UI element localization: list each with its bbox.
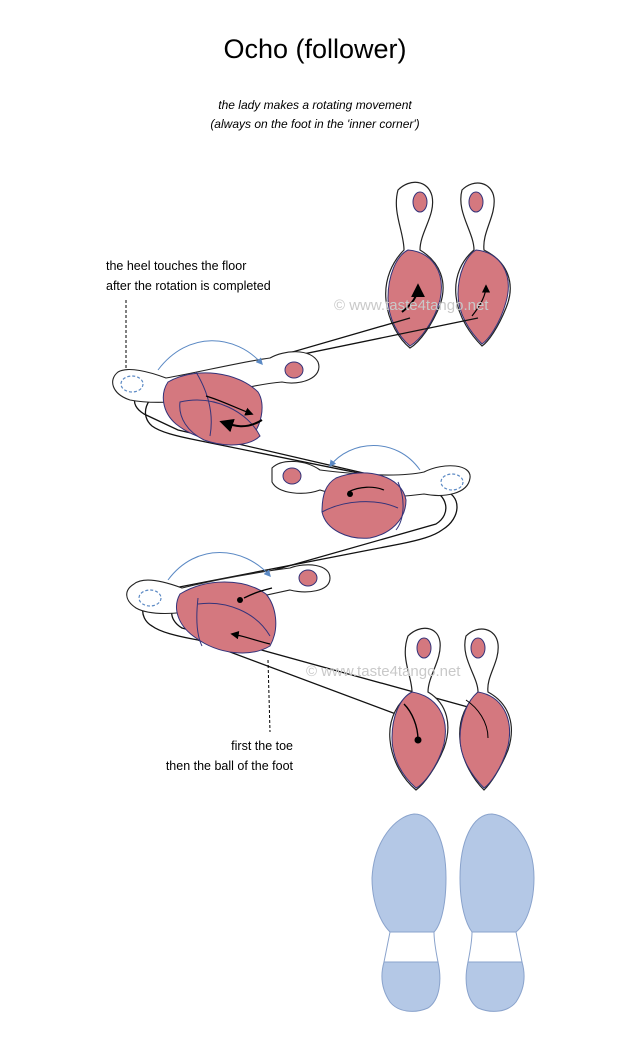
step-upper-left: [112, 340, 320, 446]
subtitle-line-2: (always on the foot in the 'inner corner…: [210, 117, 420, 131]
rotation-arrow-middle: [329, 445, 421, 471]
move-arrow-upper: [219, 418, 263, 433]
heel-dashed-lower: [138, 589, 162, 607]
move-arrow-upper-2: [205, 395, 254, 416]
page-title: Ocho (follower): [223, 34, 407, 64]
rotation-arrow-lower: [167, 552, 271, 581]
heel-dashed-middle: [440, 473, 464, 491]
move-arrow-middle: [347, 486, 385, 493]
shoe-start-left: [389, 627, 449, 791]
shoe-pair-start: [389, 627, 512, 791]
toe-annotation-line-1: first the toe: [231, 739, 293, 753]
shoe-start-right: [459, 628, 512, 791]
shoe-pair-end: [385, 181, 511, 349]
watermark-upper: © www.taste4tango.net: [334, 297, 489, 314]
watermark-lower: © www.taste4tango.net: [306, 663, 461, 680]
heel-annotation-line-1: the heel touches the floor: [106, 259, 247, 273]
start-right-arrow: [465, 699, 489, 739]
toe-annotation: first the toe then the ball of the foot: [110, 736, 293, 776]
move-arrow-lower-2: [243, 587, 273, 599]
leader-shoe-right: [459, 813, 535, 1012]
heel-dashed-upper: [120, 375, 144, 393]
heel-annotation-line-2: after the rotation is completed: [106, 279, 271, 293]
leader-shoes: [371, 813, 535, 1012]
subtitle-line-1: the lady makes a rotating movement: [218, 98, 412, 112]
toe-note-leader: [267, 659, 271, 733]
leader-shoe-left: [371, 813, 447, 1012]
subtitle: the lady makes a rotating movement (alwa…: [0, 96, 630, 134]
end-left-arrow: [401, 283, 425, 313]
toe-annotation-line-2: then the ball of the foot: [165, 759, 293, 773]
rotation-arrow-upper: [157, 340, 263, 371]
start-left-arrow: [403, 703, 419, 741]
step-middle-right: [271, 445, 471, 539]
move-arrow-lower: [230, 630, 271, 645]
heel-annotation: the heel touches the floor after the rot…: [106, 256, 271, 296]
step-lower-left: [126, 552, 331, 654]
end-right-arrow: [471, 284, 491, 317]
